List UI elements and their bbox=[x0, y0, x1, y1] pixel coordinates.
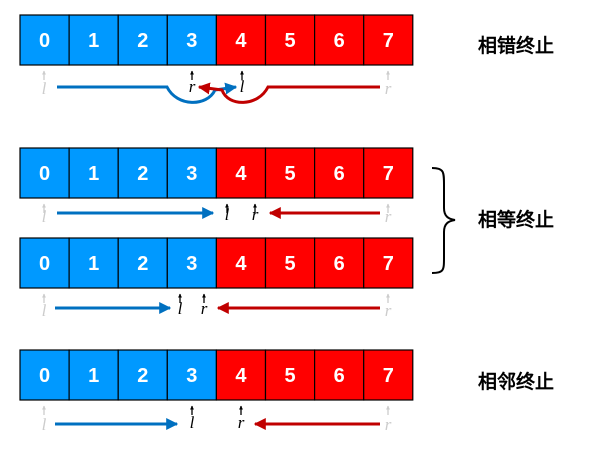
array-cell bbox=[19, 349, 70, 401]
caption-crossed: 相错终止 bbox=[478, 35, 555, 57]
pointer-l: l bbox=[240, 77, 245, 96]
cell-index-label: 5 bbox=[284, 253, 295, 275]
curly-brace-icon bbox=[431, 167, 456, 274]
cell-index-label: 2 bbox=[137, 163, 148, 185]
cell-index-label: 0 bbox=[39, 30, 50, 52]
array-cell bbox=[19, 14, 70, 66]
cell-index-label: 3 bbox=[186, 365, 197, 387]
array-cell bbox=[363, 147, 414, 199]
cell-index-label: 2 bbox=[137, 30, 148, 52]
ghost-pointer-l: l bbox=[42, 207, 47, 226]
pointer-r: r bbox=[189, 77, 196, 96]
cell-index-label: 1 bbox=[88, 163, 99, 185]
caption-equal: 相等终止 bbox=[478, 209, 555, 231]
array-cell bbox=[215, 349, 267, 401]
array-cell bbox=[68, 147, 119, 199]
pointer-l: l bbox=[225, 205, 230, 224]
cell-index-label: 1 bbox=[88, 365, 99, 387]
pointer-l: l bbox=[190, 413, 195, 432]
array-row-crossed: 0 1 2 3 4 5 6 7 l r l r bbox=[19, 14, 414, 104]
caption-adjacent: 相邻终止 bbox=[478, 371, 555, 393]
pointer-r: r bbox=[238, 413, 245, 432]
array-cell bbox=[215, 237, 267, 289]
array-cell bbox=[363, 237, 414, 289]
array-cell bbox=[314, 237, 365, 289]
ghost-pointer-r: r bbox=[385, 415, 392, 434]
array-cell bbox=[363, 14, 414, 66]
array-cell bbox=[117, 237, 168, 289]
right-scan-arrow bbox=[197, 82, 380, 104]
pointer-l: l bbox=[178, 299, 183, 318]
array-cell bbox=[264, 14, 316, 66]
cell-index-label: 4 bbox=[235, 365, 247, 387]
array-cell bbox=[363, 349, 414, 401]
ghost-pointer-l: l bbox=[42, 301, 47, 320]
cell-index-label: 2 bbox=[137, 365, 148, 387]
array-cell bbox=[117, 349, 168, 401]
cell-index-label: 5 bbox=[284, 163, 295, 185]
cell-index-label: 4 bbox=[235, 163, 247, 185]
ghost-pointer-r: r bbox=[385, 207, 392, 226]
left-scan-arrow bbox=[57, 82, 238, 104]
cell-index-label: 6 bbox=[334, 365, 345, 387]
array-cell bbox=[264, 237, 316, 289]
pointer-r: r bbox=[252, 205, 259, 224]
array-cell bbox=[117, 14, 168, 66]
cell-index-label: 6 bbox=[334, 163, 345, 185]
cell-index-label: 0 bbox=[39, 365, 50, 387]
cell-index-label: 3 bbox=[186, 163, 197, 185]
array-cell bbox=[215, 14, 267, 66]
cell-index-label: 4 bbox=[235, 253, 247, 275]
cell-index-label: 6 bbox=[334, 253, 345, 275]
ghost-pointer-l: l bbox=[42, 415, 47, 434]
cell-index-label: 1 bbox=[88, 253, 99, 275]
cell-index-label: 0 bbox=[39, 163, 50, 185]
ghost-pointer-r: r bbox=[385, 79, 392, 98]
cell-index-label: 1 bbox=[88, 30, 99, 52]
ghost-pointer-l: l bbox=[42, 79, 47, 98]
cell-index-label: 5 bbox=[284, 30, 295, 52]
array-cell bbox=[314, 147, 365, 199]
array-cell bbox=[117, 147, 168, 199]
array-cell bbox=[68, 14, 119, 66]
array-row-adjacent: 0 1 2 3 4 5 6 7 l r l r bbox=[19, 349, 414, 434]
array-cell bbox=[166, 147, 218, 199]
cell-index-label: 3 bbox=[186, 253, 197, 275]
cell-index-label: 3 bbox=[186, 30, 197, 52]
cell-index-label: 7 bbox=[383, 253, 394, 275]
cell-index-label: 7 bbox=[383, 163, 394, 185]
array-cell bbox=[166, 349, 218, 401]
cell-index-label: 4 bbox=[235, 30, 247, 52]
array-cell bbox=[68, 237, 119, 289]
cell-index-label: 5 bbox=[284, 365, 295, 387]
array-cell bbox=[264, 349, 316, 401]
pointer-r: r bbox=[201, 299, 208, 318]
cell-index-label: 0 bbox=[39, 253, 50, 275]
cell-index-label: 7 bbox=[383, 365, 394, 387]
cell-index-label: 7 bbox=[383, 30, 394, 52]
array-cell bbox=[314, 14, 365, 66]
array-cell bbox=[264, 147, 316, 199]
ghost-pointer-r: r bbox=[385, 301, 392, 320]
cell-index-label: 2 bbox=[137, 253, 148, 275]
cell-index-label: 6 bbox=[334, 30, 345, 52]
array-row-equal-a: 0 1 2 3 4 5 6 7 l r l r bbox=[19, 147, 414, 226]
